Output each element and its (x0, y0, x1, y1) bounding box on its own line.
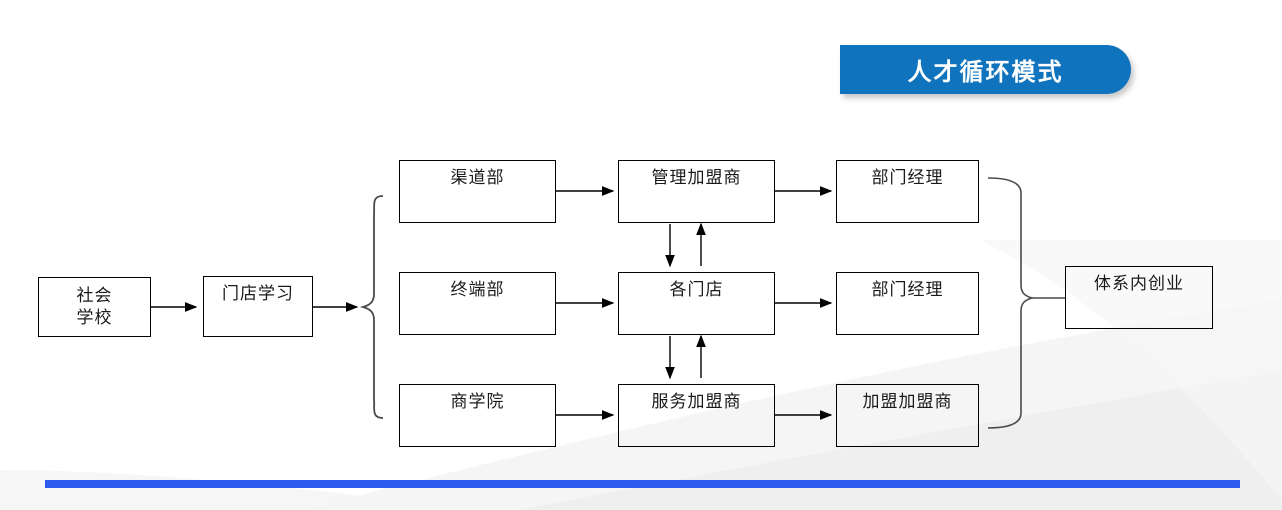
node-dept-manager-top[interactable]: 部门经理 (836, 160, 979, 223)
node-store-learning[interactable]: 门店学习 (203, 276, 313, 337)
node-manage-franchisee[interactable]: 管理加盟商 (618, 160, 775, 223)
bottom-accent-rule (45, 480, 1240, 488)
node-service-franchisee[interactable]: 服务加盟商 (618, 384, 775, 447)
node-terminal-dept[interactable]: 终端部 (399, 272, 556, 335)
node-each-store[interactable]: 各门店 (618, 272, 775, 335)
title-banner: 人才循环模式 (840, 45, 1131, 94)
node-dept-manager-mid[interactable]: 部门经理 (836, 272, 979, 335)
page-title: 人才循环模式 (907, 59, 1064, 86)
node-internal-startup[interactable]: 体系内创业 (1065, 266, 1213, 329)
node-channel-dept[interactable]: 渠道部 (399, 160, 556, 223)
node-business-college[interactable]: 商学院 (399, 384, 556, 447)
node-source-school[interactable]: 社会 学校 (38, 277, 151, 337)
node-join-franchisee[interactable]: 加盟加盟商 (836, 384, 979, 447)
